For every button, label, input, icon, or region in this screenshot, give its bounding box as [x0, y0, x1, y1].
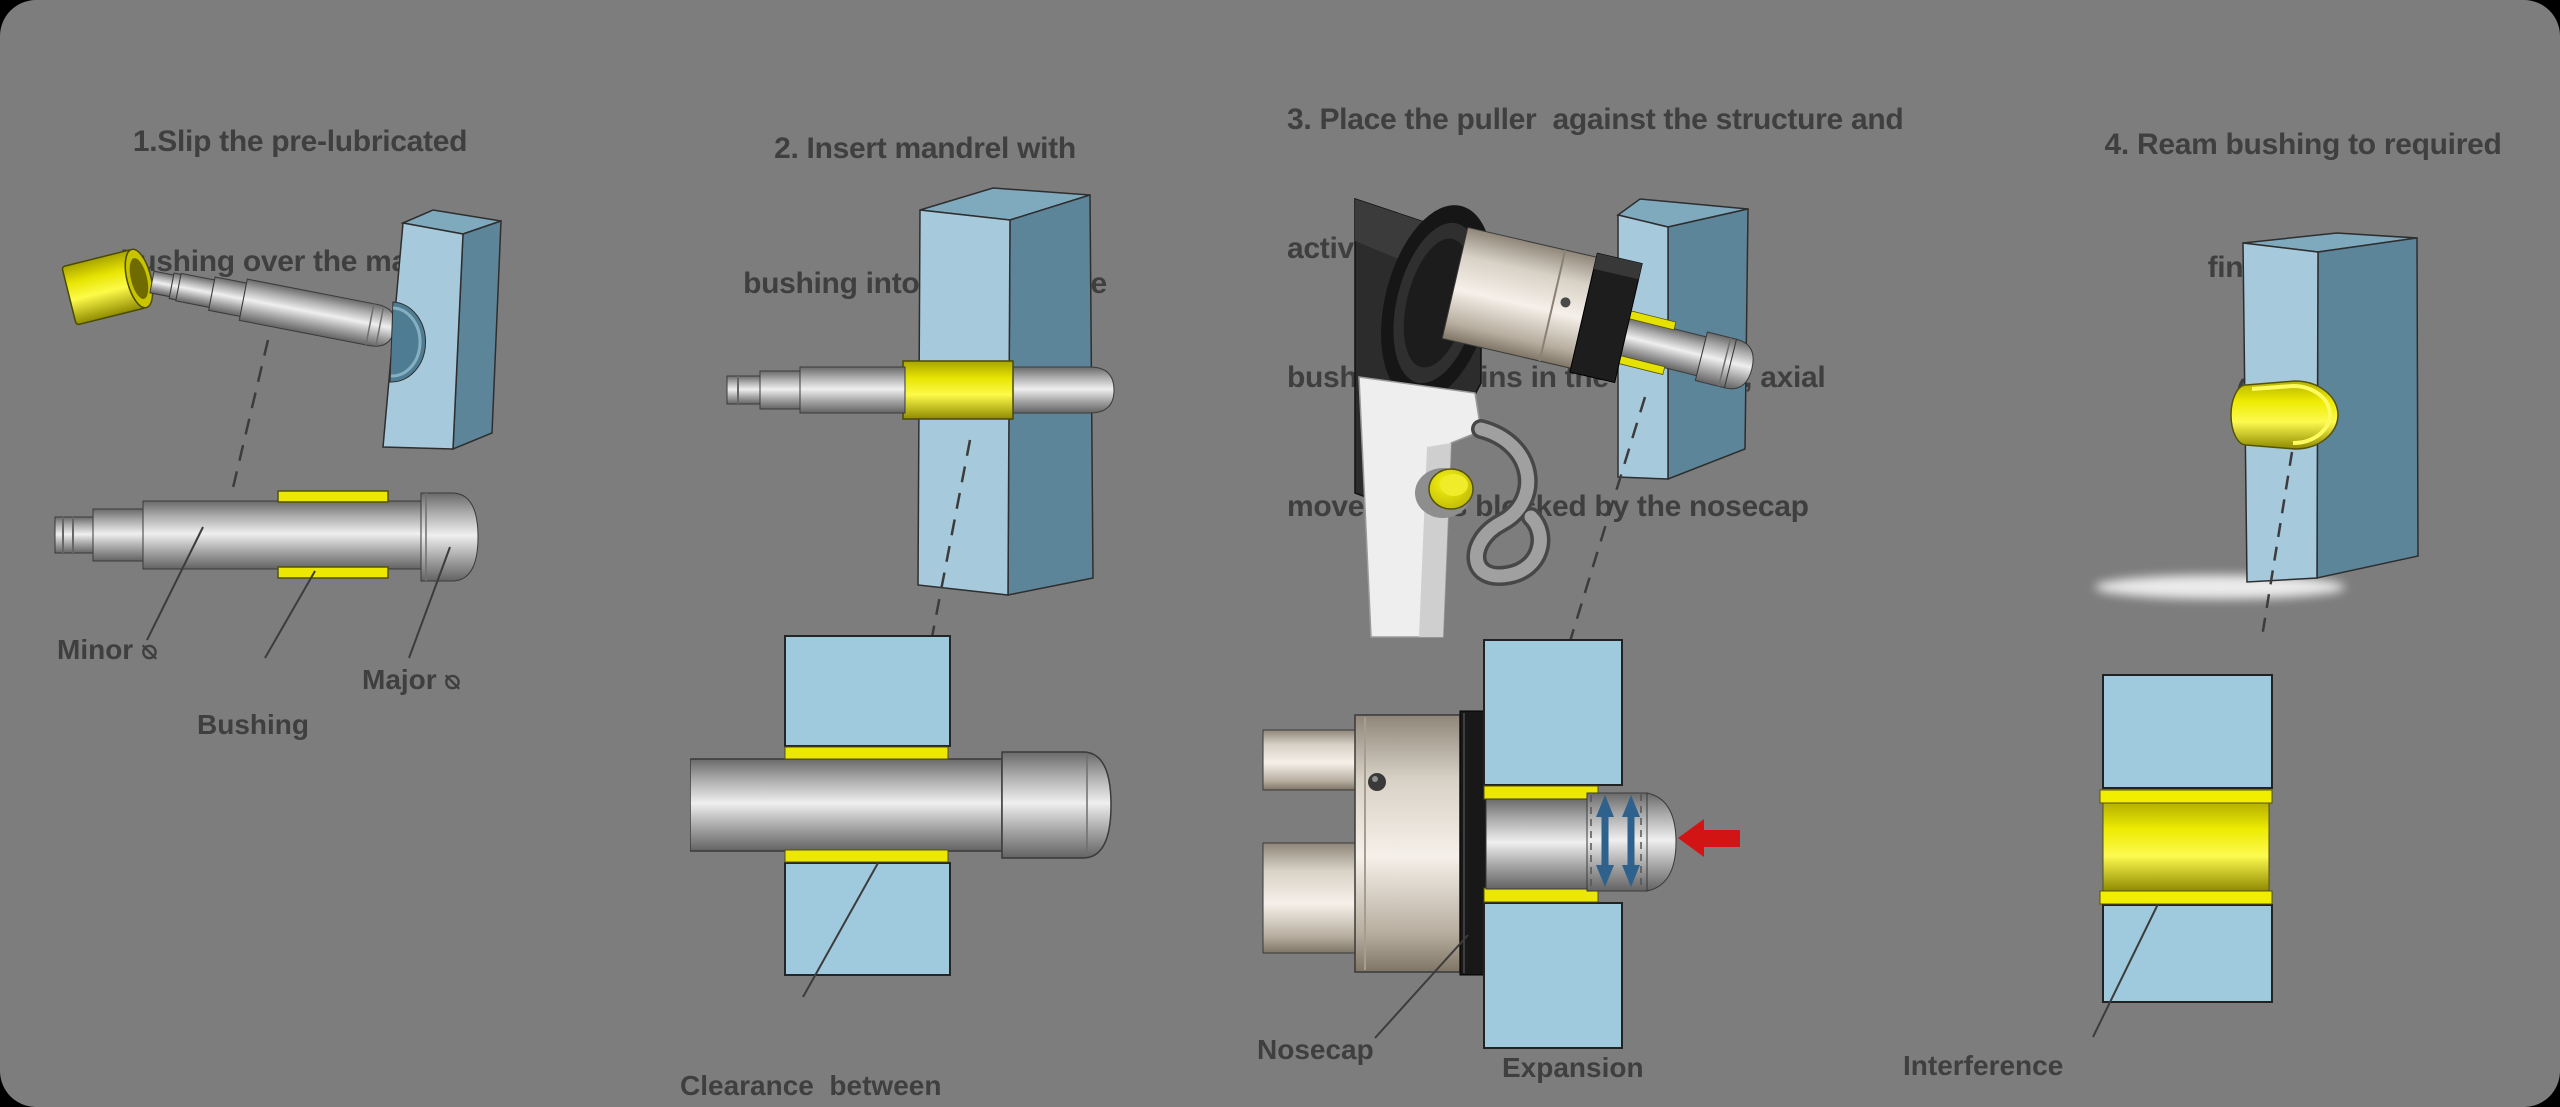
bushing [902, 360, 1014, 420]
structure-section-bottom [2102, 904, 2273, 1003]
step1-title: 1.Slip the pre-lubricated bushing over t… [55, 42, 545, 362]
mandrel-with-bushing [54, 490, 479, 582]
diameter-icon: ⌀ [141, 634, 158, 665]
reamed-bushing [2230, 380, 2339, 450]
bushing-top-edge [277, 490, 389, 503]
label-minor-diameter: Minor ⌀ [57, 632, 158, 668]
mandrel-section [690, 758, 1003, 852]
leader-line-bushing [264, 570, 316, 659]
leader-line-clearance [802, 862, 879, 998]
block-shadow [2095, 575, 2345, 599]
bushing-section-top [1483, 785, 1599, 800]
step1-title-line1: 1.Slip the pre-lubricated [132, 125, 468, 158]
bushing-hole-notch [389, 301, 426, 383]
bushing-bottom-edge [277, 566, 389, 579]
diameter-icon: ⌀ [444, 664, 462, 695]
label-interference: Interference [1903, 1050, 2064, 1081]
nosecap-section [1262, 639, 1740, 1049]
structure-block-cutaway [2230, 232, 2419, 583]
leader-line-mandrel [230, 339, 270, 493]
leader-line-nosecap [1374, 934, 1469, 1039]
structure-section-top [784, 635, 951, 747]
puller-fork-top [1262, 729, 1361, 791]
bushing-clearance-bottom [784, 849, 949, 863]
nosecap-body [1354, 714, 1461, 973]
interference-section [2092, 674, 2273, 1038]
expansion-arrows [1596, 795, 1640, 887]
mandrel [726, 360, 1115, 420]
pre-lubricated-bushing [61, 248, 154, 326]
step4-illustration [2092, 232, 2419, 1038]
bushing-flange-bottom [2099, 890, 2273, 905]
leader-line-interference [2092, 903, 2159, 1038]
mandrel-section [1485, 798, 1588, 890]
cross-section [690, 635, 1112, 998]
leader-line-major [408, 546, 451, 659]
step2-illustration [690, 187, 1115, 998]
step1-illustration [54, 209, 502, 659]
label-expansion: Expansion [1502, 1052, 1644, 1083]
puller-tool [1354, 197, 1643, 638]
bushing-body [2102, 802, 2270, 892]
label-nosecap: Nosecap [1257, 1034, 1374, 1065]
label-clearance: Clearance between bushing & structure [680, 996, 946, 1107]
push-arrow [1678, 819, 1740, 857]
leader-line-minor [146, 526, 204, 641]
leader-line-section [925, 439, 972, 664]
structure-section-bottom [1483, 902, 1623, 1049]
structure-section-top [2102, 674, 2273, 789]
structure-section-top [1483, 639, 1623, 786]
label-bushing: Bushing [197, 709, 309, 740]
label-major-diameter: Major ⌀ [362, 662, 461, 698]
bushing-section-bottom [1483, 887, 1599, 903]
step3-illustration [1262, 197, 1754, 1049]
bushing-flange-top [2099, 789, 2273, 804]
step2-title-line1: 2. Insert mandrel with [774, 132, 1076, 165]
nosecap-screw [1368, 773, 1386, 791]
structure-block [382, 209, 502, 451]
step4-title-line1: 4. Ream bushing to required [2104, 128, 2502, 161]
mandrel-top [149, 270, 396, 347]
major-label: Major [362, 664, 445, 695]
step3-title-line1: 3. Place the puller against the structur… [1287, 103, 1904, 136]
mandrel-tip [1609, 308, 1754, 390]
label-clearance-line1: Clearance between [680, 1070, 942, 1101]
puller-barrel [1441, 226, 1643, 384]
minor-label: Minor [57, 634, 141, 665]
bushing-clearance-top [784, 746, 949, 760]
leader-line-section [2260, 451, 2294, 638]
puller-fork-bottom [1262, 842, 1361, 954]
